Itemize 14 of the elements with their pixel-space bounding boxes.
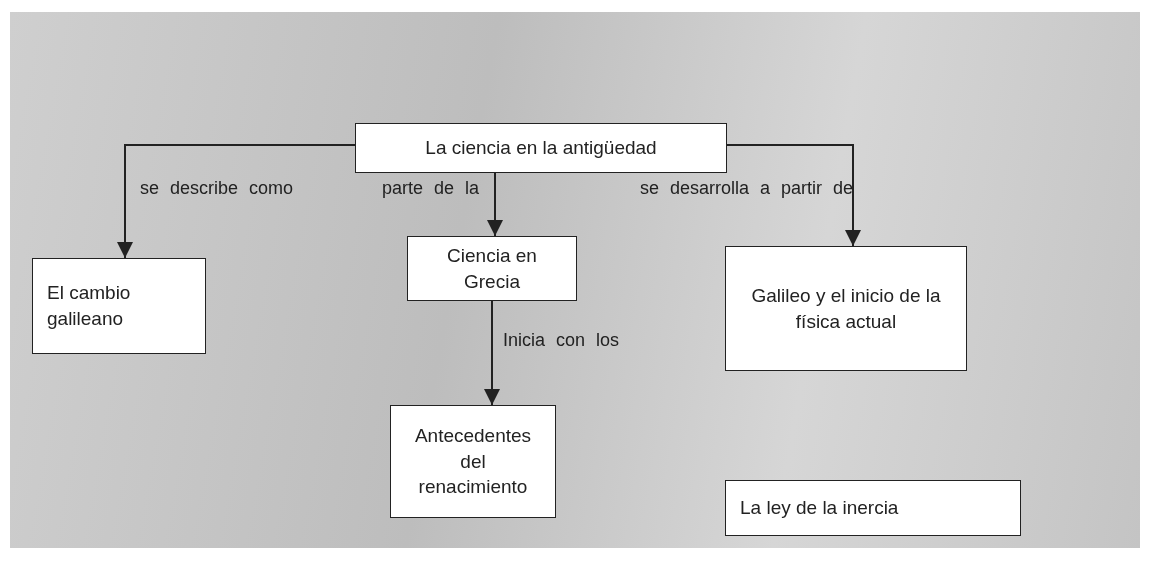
arrow [726, 144, 861, 247]
concept-box: Ciencia en Grecia [407, 236, 577, 301]
concept-box: Galileo y el inicio de la física actual [725, 246, 967, 371]
concept-box: La ley de la inercia [725, 480, 1021, 536]
arrow [487, 172, 503, 237]
concept-box: Antecedentes del renacimiento [390, 405, 556, 518]
edge-label: Inicia con los [503, 330, 620, 351]
edge-label: se desarrolla a partir de [640, 178, 854, 199]
arrow [484, 300, 500, 406]
concept-box: La ciencia en la antigüedad [355, 123, 727, 173]
edge-label: se describe como [140, 178, 294, 199]
arrow [117, 144, 356, 259]
edge-label: parte de la [382, 178, 480, 199]
concept-box: El cambio galileano [32, 258, 206, 354]
